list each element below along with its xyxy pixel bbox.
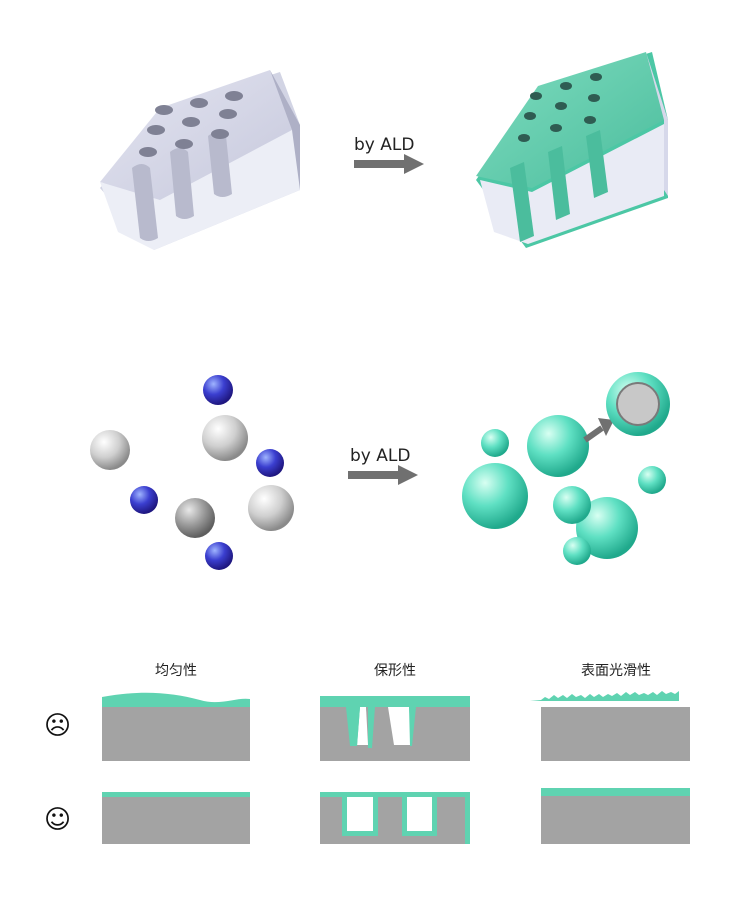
coated-groove	[510, 162, 534, 242]
porous-block-uncoated	[100, 70, 300, 250]
process-arrow-1	[354, 154, 424, 174]
smoothness-bad	[530, 691, 690, 761]
particles-uncoated	[90, 375, 294, 570]
groove	[208, 132, 232, 197]
block-right-face	[646, 52, 668, 196]
arrow-label-2: by ALD	[350, 446, 411, 466]
groove	[132, 164, 158, 241]
column-title-uniformity: 均匀性	[155, 663, 197, 679]
groove	[170, 148, 194, 219]
uniformity-good	[102, 792, 250, 844]
column-title-conformality: 保形性	[374, 663, 416, 679]
coated-groove	[586, 130, 608, 198]
particle-blue	[256, 449, 284, 477]
pores	[518, 73, 602, 142]
pores	[139, 91, 243, 157]
coated-particle	[638, 466, 666, 494]
smoothness-good	[541, 788, 690, 844]
particle-gray	[90, 430, 130, 470]
particle-gray	[248, 485, 294, 531]
arrow-label-1: by ALD	[354, 135, 415, 155]
smile-face-icon: ☺	[44, 805, 72, 835]
coated-particle	[576, 497, 638, 559]
conformality-good	[320, 792, 470, 844]
particle-blue	[203, 375, 233, 405]
uniformity-bad	[102, 692, 250, 761]
particle-blue	[130, 486, 158, 514]
particles-coated	[462, 372, 670, 565]
conformality-bad	[320, 696, 470, 761]
zoom-arrow	[583, 425, 604, 443]
sad-face-icon: ☹	[44, 711, 72, 741]
column-title-smoothness: 表面光滑性	[581, 663, 651, 679]
block-top-face-coated	[476, 52, 664, 188]
process-arrow-2	[348, 465, 418, 485]
coated-groove	[548, 146, 570, 220]
coated-particle	[553, 486, 591, 524]
coated-particle	[462, 463, 528, 529]
particle-blue	[205, 542, 233, 570]
porous-block-coated	[476, 52, 668, 248]
coated-particle	[527, 415, 589, 477]
cross-section-core	[616, 382, 660, 426]
coated-particle	[481, 429, 509, 457]
particle-dark	[175, 498, 215, 538]
coated-particle	[563, 537, 591, 565]
particle-gray	[202, 415, 248, 461]
